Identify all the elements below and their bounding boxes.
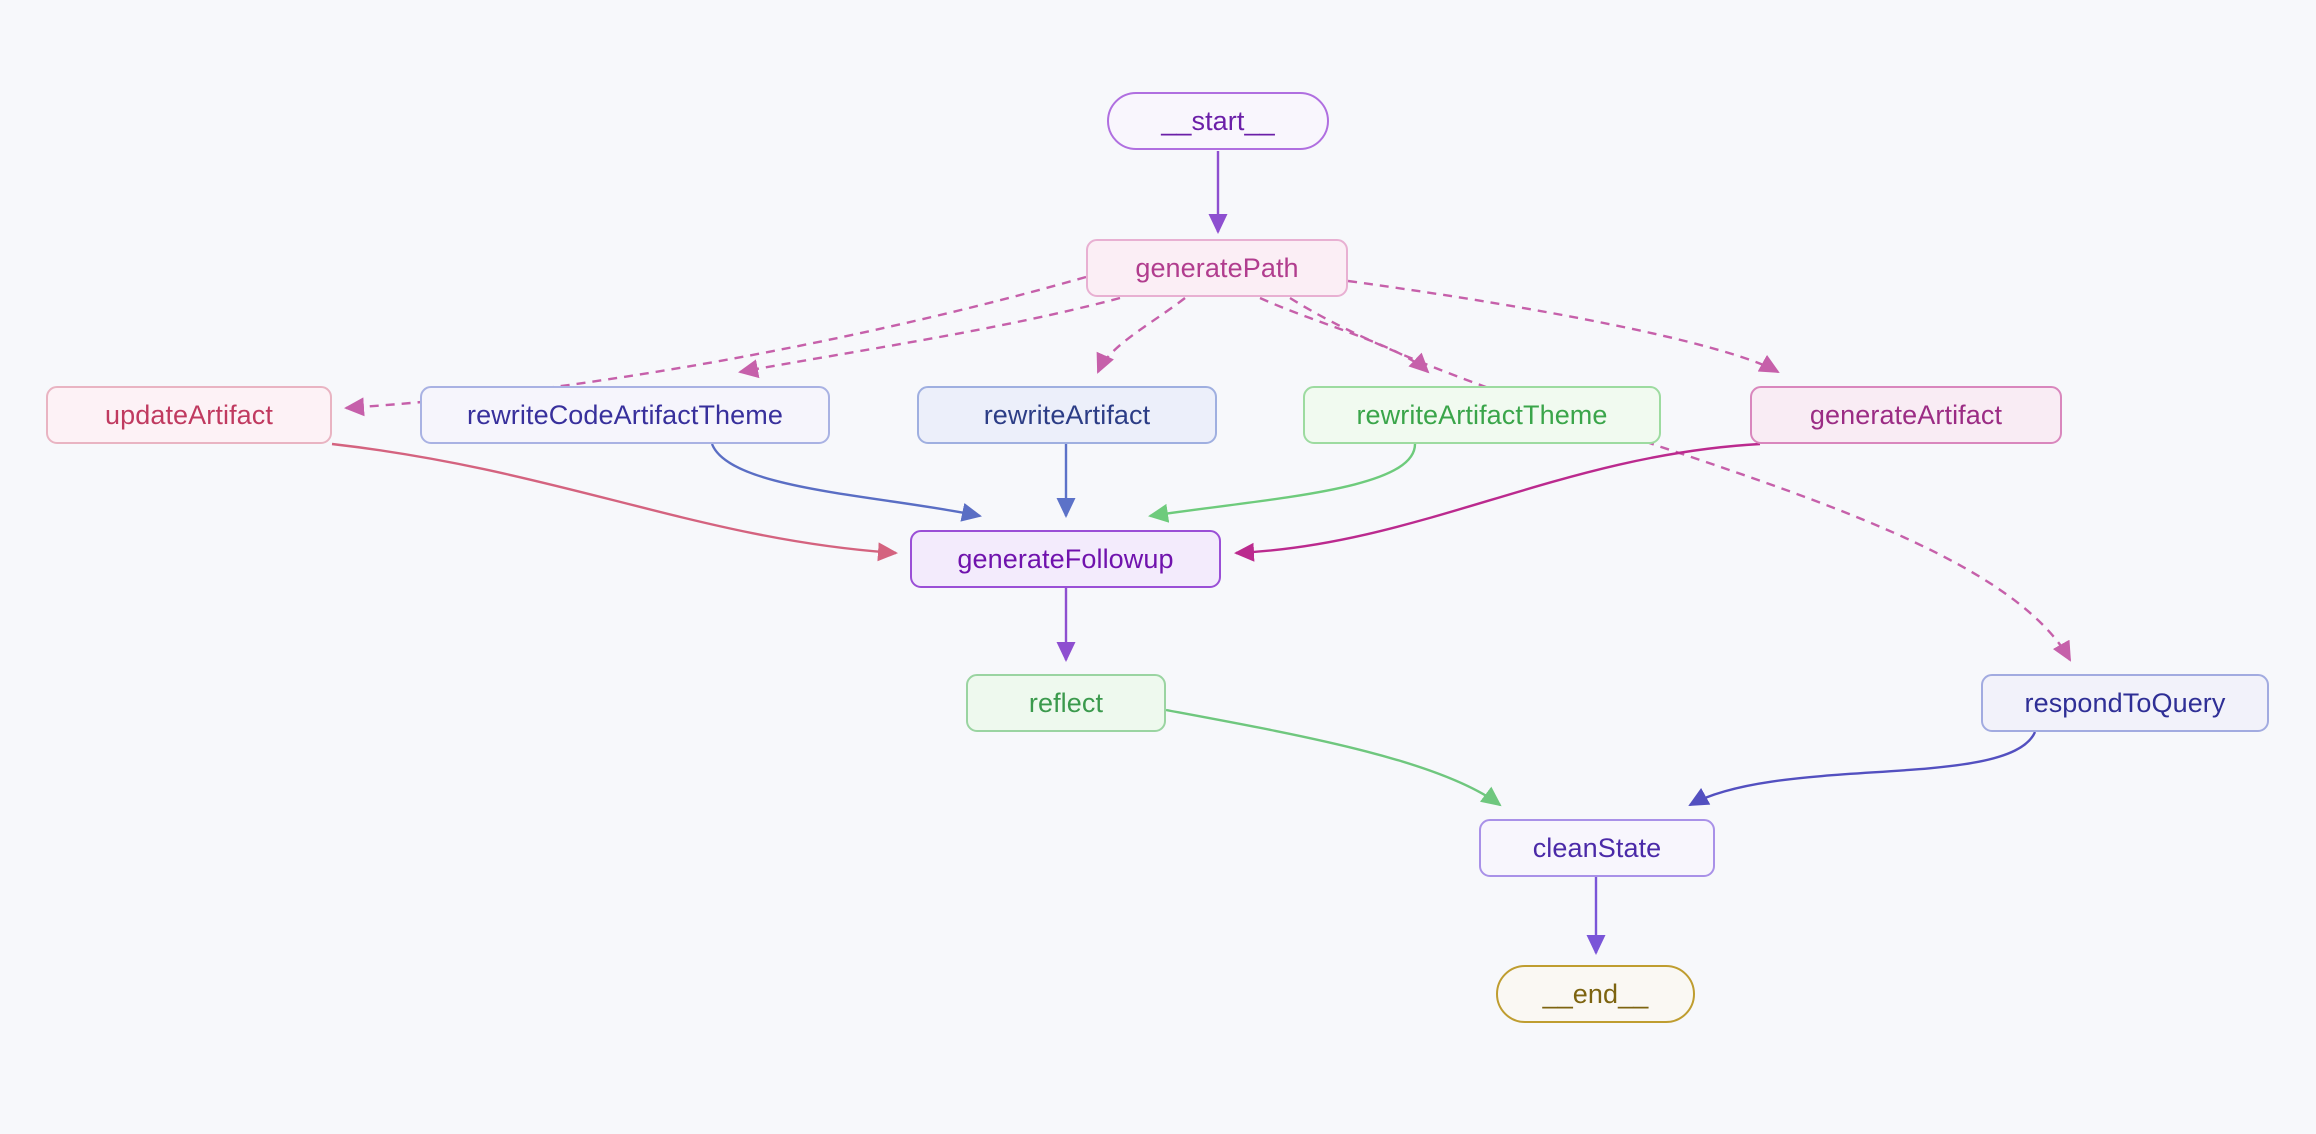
node-label-rewriteArtifactTheme: rewriteArtifactTheme (1356, 399, 1608, 430)
node-label-updateArtifact: updateArtifact (104, 399, 273, 430)
node-rewriteCodeArtifactTheme[interactable]: rewriteCodeArtifactTheme (420, 386, 830, 444)
node-label-generatePath: generatePath (1135, 252, 1299, 283)
node-label-generateFollowup: generateFollowup (957, 543, 1174, 574)
node-generatePath[interactable]: generatePath (1086, 239, 1348, 297)
node-end[interactable]: __end__ (1496, 965, 1695, 1023)
node-label-start: __start__ (1161, 105, 1275, 136)
edge-generatePath-to-rewriteArtifact (1096, 297, 1186, 374)
node-label-respondToQuery: respondToQuery (2024, 687, 2226, 718)
node-label-rewriteArtifact: rewriteArtifact (983, 399, 1151, 430)
edge-generatePath-to-respondToQuery (1289, 296, 2072, 662)
edge-respondToQuery-to-cleanState (1688, 731, 2037, 807)
node-rewriteArtifactTheme[interactable]: rewriteArtifactTheme (1303, 386, 1661, 444)
node-rewriteArtifact[interactable]: rewriteArtifact (917, 386, 1217, 444)
node-label-rewriteCodeArtifactTheme: rewriteCodeArtifactTheme (466, 399, 783, 430)
edge-rewriteArtifactTheme-to-generateFollowup (1148, 443, 1417, 523)
edge-reflect-to-cleanState (1165, 708, 1502, 807)
node-label-generateArtifact: generateArtifact (1809, 399, 2003, 430)
node-reflect[interactable]: reflect (966, 674, 1166, 732)
node-generateFollowup[interactable]: generateFollowup (910, 530, 1221, 588)
node-updateArtifact[interactable]: updateArtifact (46, 386, 332, 444)
node-respondToQuery[interactable]: respondToQuery (1981, 674, 2269, 732)
node-label-reflect: reflect (1028, 687, 1104, 718)
node-label-end: __end__ (1542, 978, 1649, 1009)
edge-generatePath-to-rewriteCodeArtifactTheme (738, 296, 1121, 379)
node-cleanState[interactable]: cleanState (1479, 819, 1715, 877)
edge-rewriteCodeArtifactTheme-to-generateFollowup (710, 443, 982, 522)
edge-generatePath-to-rewriteArtifactTheme (1259, 296, 1430, 374)
edge-updateArtifact-to-generateFollowup (331, 442, 898, 562)
node-start[interactable]: __start__ (1107, 92, 1329, 150)
edge-generateArtifact-to-generateFollowup (1234, 442, 1761, 562)
node-label-cleanState: cleanState (1532, 832, 1662, 863)
edge-generatePath-to-generateArtifact (1347, 279, 1780, 374)
node-generateArtifact[interactable]: generateArtifact (1750, 386, 2062, 444)
